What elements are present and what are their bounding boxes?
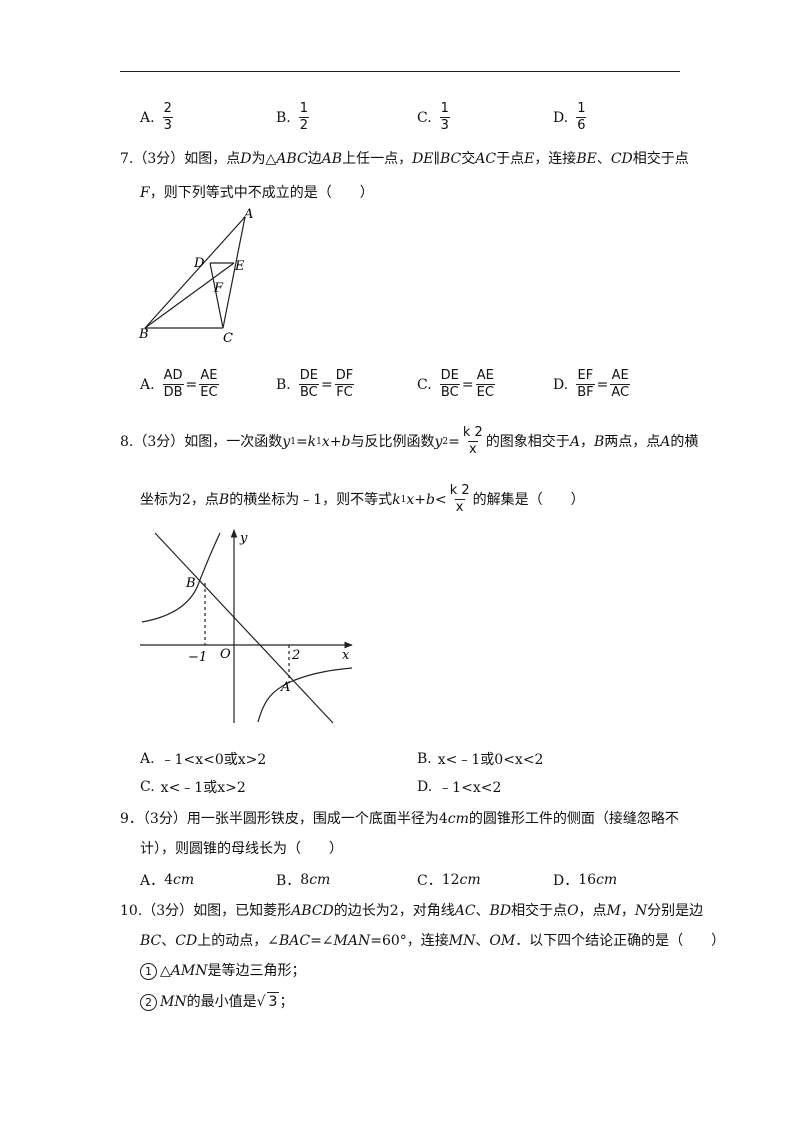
- segment-cd: [209, 262, 224, 329]
- label-f: F: [213, 281, 224, 296]
- q9-stem-line1: 9．（3分）用一张半圆形铁皮，围成一个底面半径为4cm的圆锥形工件的侧面（接缝忽…: [120, 811, 679, 827]
- q7-stem-line1: 7.（3分）如图，点D为△ABC边AB上任一点，DE∥BC交AC于点E，连接BE…: [120, 151, 689, 167]
- label-x: x: [342, 648, 350, 663]
- hyperbola-branch-right: [257, 667, 353, 723]
- q8-option-d[interactable]: D.﹣1<x<2: [417, 779, 502, 796]
- segment-ac: [222, 216, 246, 329]
- circled-number: 1: [140, 962, 157, 980]
- label-o: O: [220, 647, 231, 662]
- q7-triangle-figure: A D E F B C: [138, 207, 253, 346]
- q8-option-a[interactable]: A.﹣1<x<0或x>2: [140, 751, 267, 768]
- label-neg1: −1: [188, 650, 207, 665]
- circled-number: 2: [140, 993, 157, 1011]
- q8-option-b[interactable]: B.x<﹣1或0<x<2: [417, 751, 544, 768]
- segment-ab: [144, 216, 246, 329]
- q10-stem-line2: BC、CD上的动点，∠BAC=∠MAN=60°，连接MN、OM．以下四个结论正确…: [140, 933, 726, 949]
- q8-option-c[interactable]: C.x<﹣1或x>2: [140, 779, 246, 796]
- segment-be: [144, 262, 235, 329]
- q10-conclusion-1: 1△AMN是等边三角形；: [140, 962, 305, 980]
- q7-stem-line2: F，则下列等式中不成立的是（ ）: [140, 185, 374, 201]
- label-c: C: [223, 331, 233, 346]
- header-rule: [120, 71, 680, 72]
- label-a: A: [280, 680, 290, 695]
- q9-stem-line2: 计），则圆锥的母线长为（ ）: [140, 841, 343, 857]
- label-a: A: [243, 207, 253, 222]
- hyperbola-branch-left: [141, 532, 221, 623]
- label-d: D: [193, 256, 205, 271]
- line-y1: [154, 532, 334, 724]
- label-b: B: [185, 576, 196, 591]
- q8-function-graph: y x B A O −1 2: [140, 529, 353, 724]
- label-e: E: [234, 259, 245, 274]
- label-b: B: [138, 327, 149, 342]
- label-2: 2: [291, 648, 300, 663]
- label-y: y: [239, 531, 248, 546]
- q10-stem-line1: 10.（3分）如图，已知菱形ABCD的边长为2，对角线AC、BD相交于点O，点M…: [120, 903, 704, 919]
